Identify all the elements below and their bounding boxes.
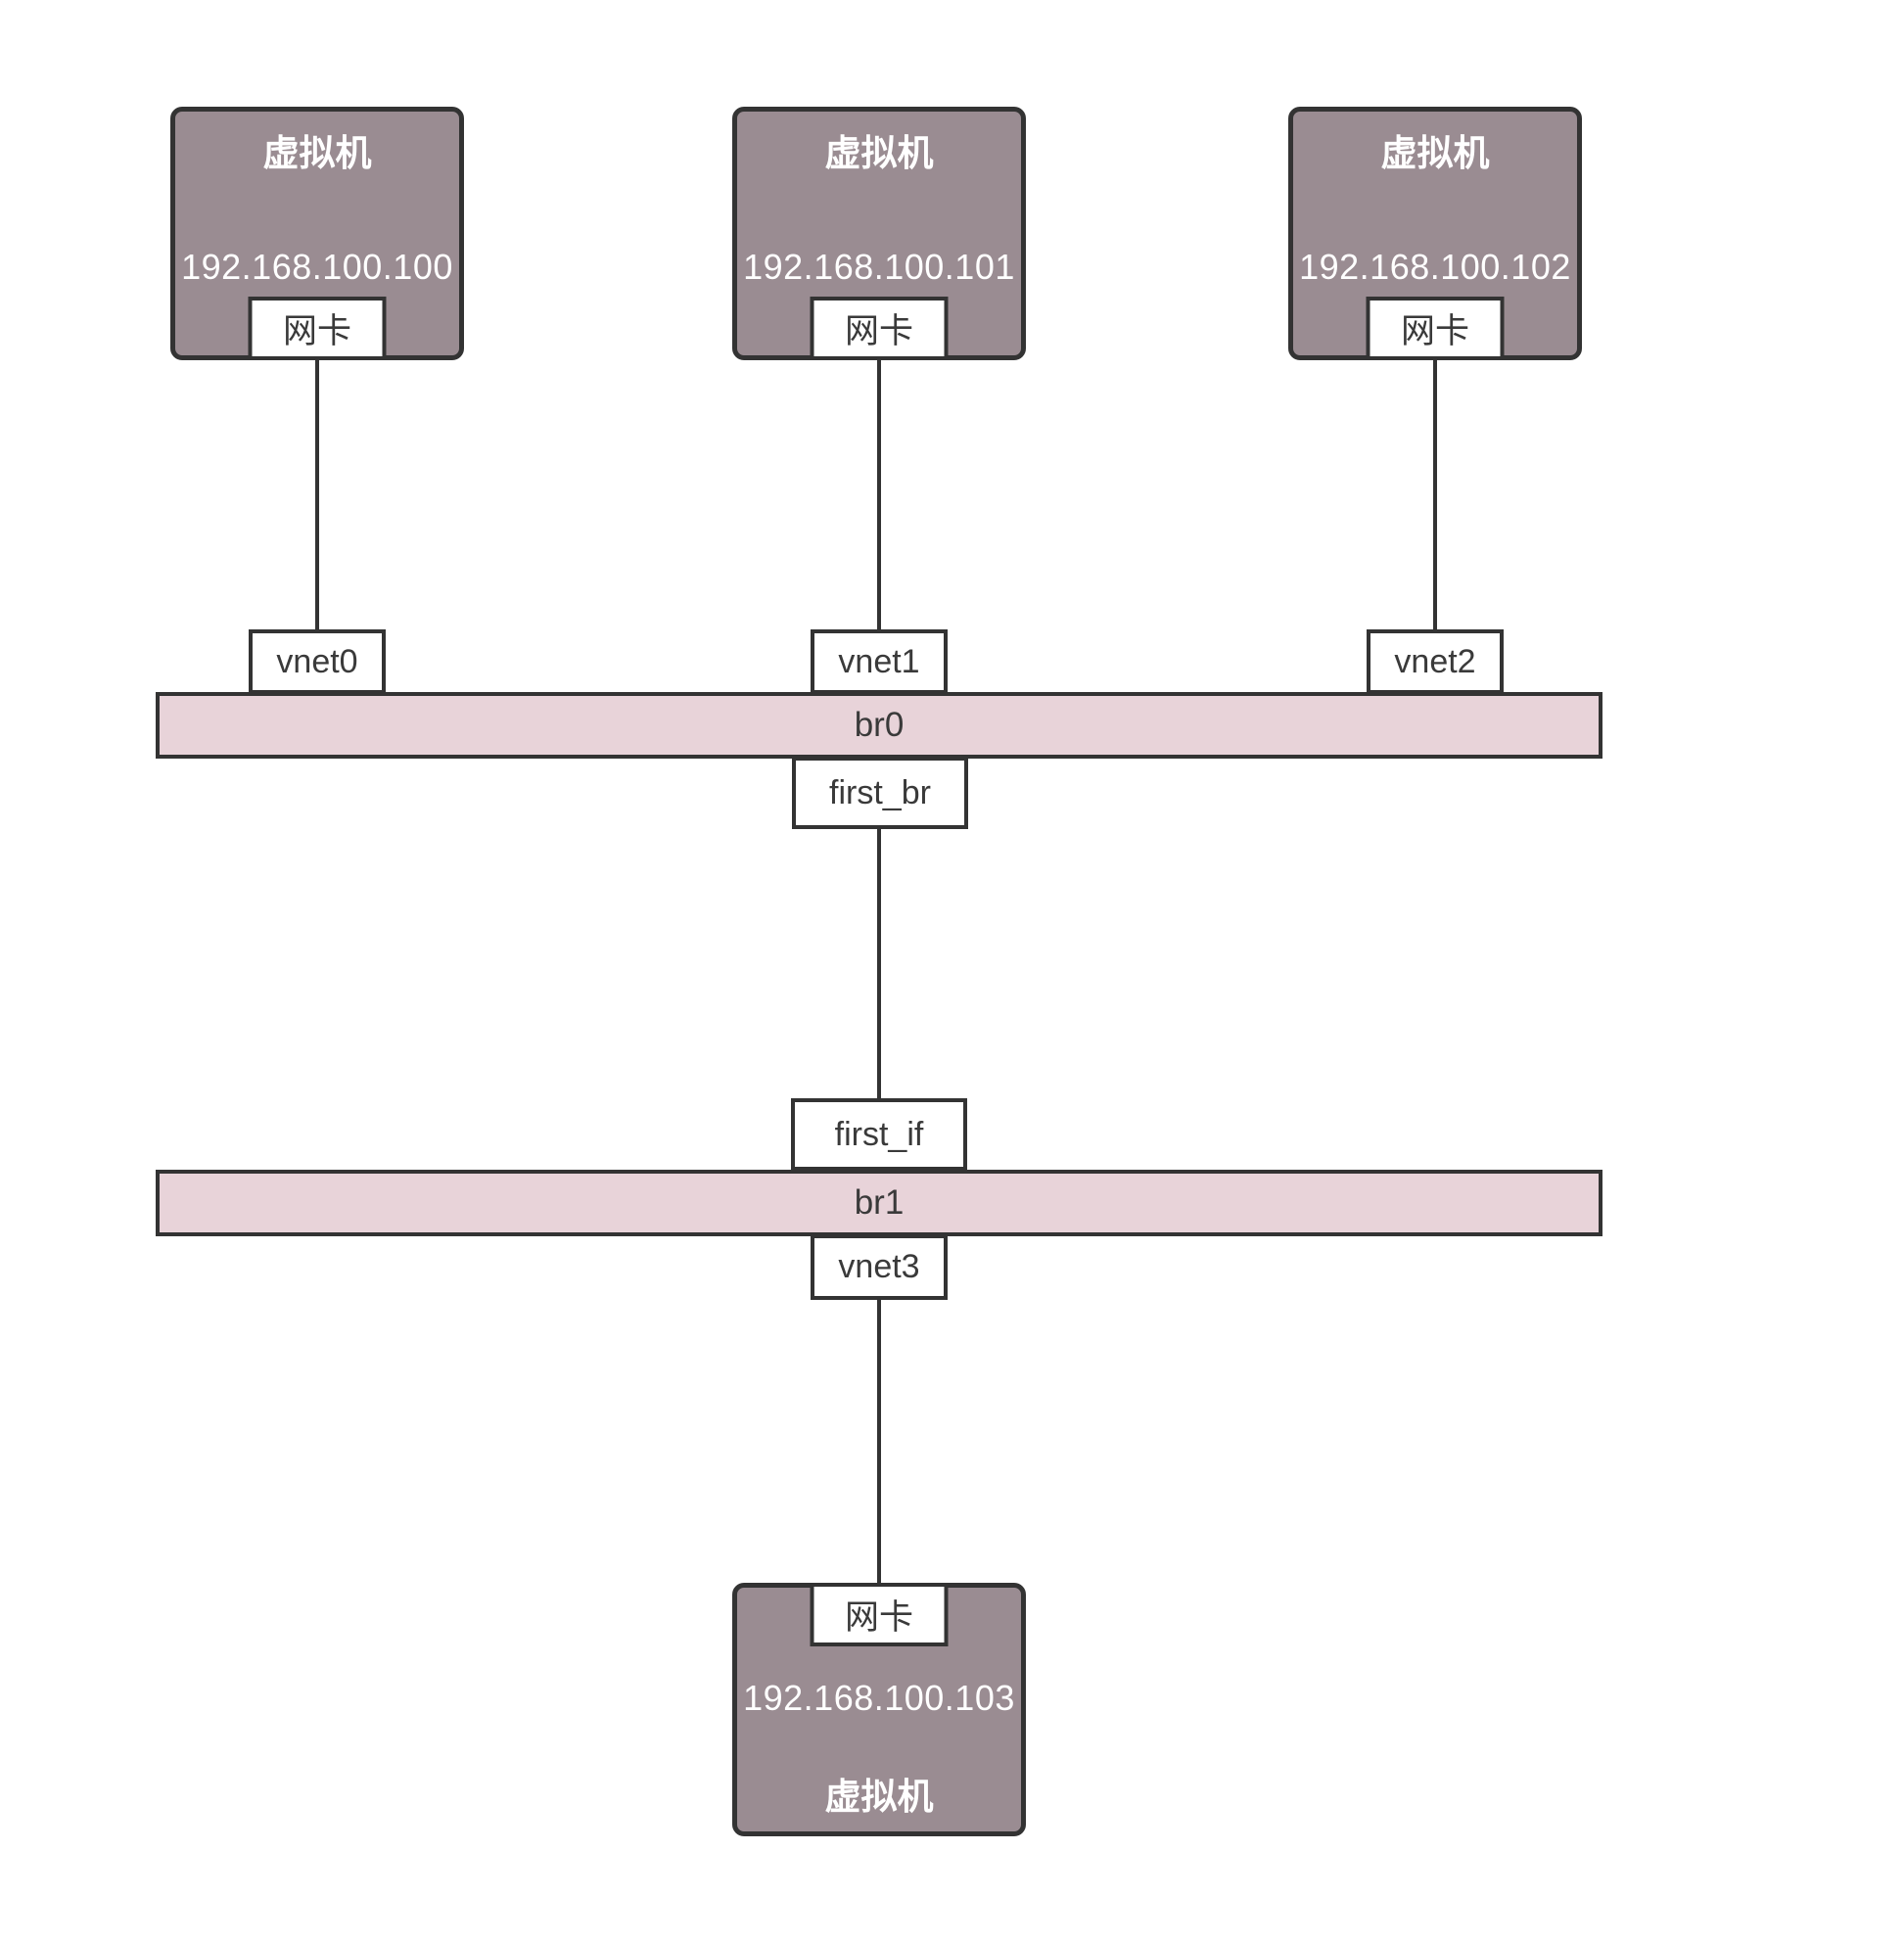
port-vnet3: vnet3 bbox=[811, 1234, 948, 1300]
connector-vm1-vnet0 bbox=[315, 352, 319, 636]
vm4-ip: 192.168.100.103 bbox=[743, 1678, 1015, 1718]
vm-box-1: 虚拟机 192.168.100.100 网卡 bbox=[170, 107, 464, 360]
port-first-br: first_br bbox=[792, 757, 968, 829]
vm3-nic-box: 网卡 bbox=[1366, 297, 1505, 360]
connector-firstbr-firstif bbox=[877, 822, 881, 1106]
vm4-title: 虚拟机 bbox=[824, 1777, 934, 1817]
connector-vm2-vnet1 bbox=[877, 352, 881, 636]
port-first-if: first_if bbox=[791, 1098, 967, 1171]
port-vnet2: vnet2 bbox=[1367, 629, 1504, 694]
vm2-nic-box: 网卡 bbox=[810, 297, 949, 360]
vm-box-2: 虚拟机 192.168.100.101 网卡 bbox=[732, 107, 1026, 360]
vm-box-4: 网卡 192.168.100.103 虚拟机 bbox=[732, 1583, 1026, 1836]
port-vnet1: vnet1 bbox=[811, 629, 948, 694]
bridge-br1: br1 bbox=[156, 1170, 1602, 1236]
bridge-br0: br0 bbox=[156, 692, 1602, 759]
vm1-title: 虚拟机 bbox=[262, 133, 372, 173]
vm3-title: 虚拟机 bbox=[1380, 133, 1490, 173]
vm2-ip: 192.168.100.101 bbox=[743, 247, 1015, 287]
connector-vm3-vnet2 bbox=[1433, 352, 1437, 636]
vm4-nic-box: 网卡 bbox=[810, 1583, 949, 1646]
connector-vnet3-vm4 bbox=[877, 1294, 881, 1590]
vm2-title: 虚拟机 bbox=[824, 133, 934, 173]
vm1-nic-box: 网卡 bbox=[248, 297, 387, 360]
vm-box-3: 虚拟机 192.168.100.102 网卡 bbox=[1288, 107, 1582, 360]
vm1-ip: 192.168.100.100 bbox=[181, 247, 453, 287]
vm3-ip: 192.168.100.102 bbox=[1299, 247, 1571, 287]
port-vnet0: vnet0 bbox=[249, 629, 386, 694]
